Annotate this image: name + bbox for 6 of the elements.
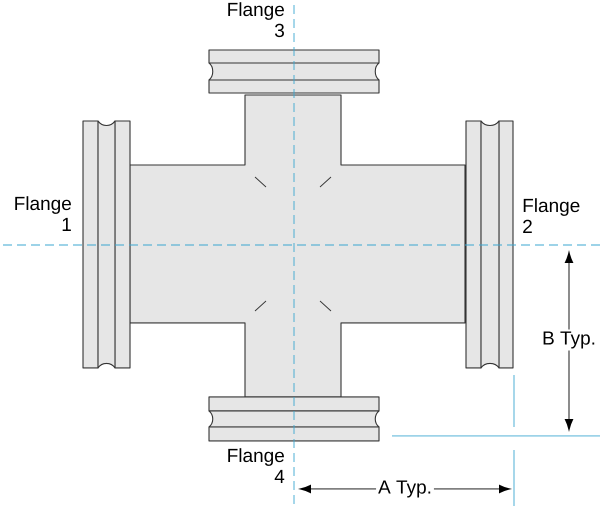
part-label: Flange 2 [523,198,580,233]
part-label: Flange 4 [228,448,284,483]
dimension-label: B Typ. [540,329,598,350]
dimension-label: A Typ. [376,478,434,500]
part-label: Flange 1 [15,196,71,231]
part-label: Flange 3 [228,2,284,38]
